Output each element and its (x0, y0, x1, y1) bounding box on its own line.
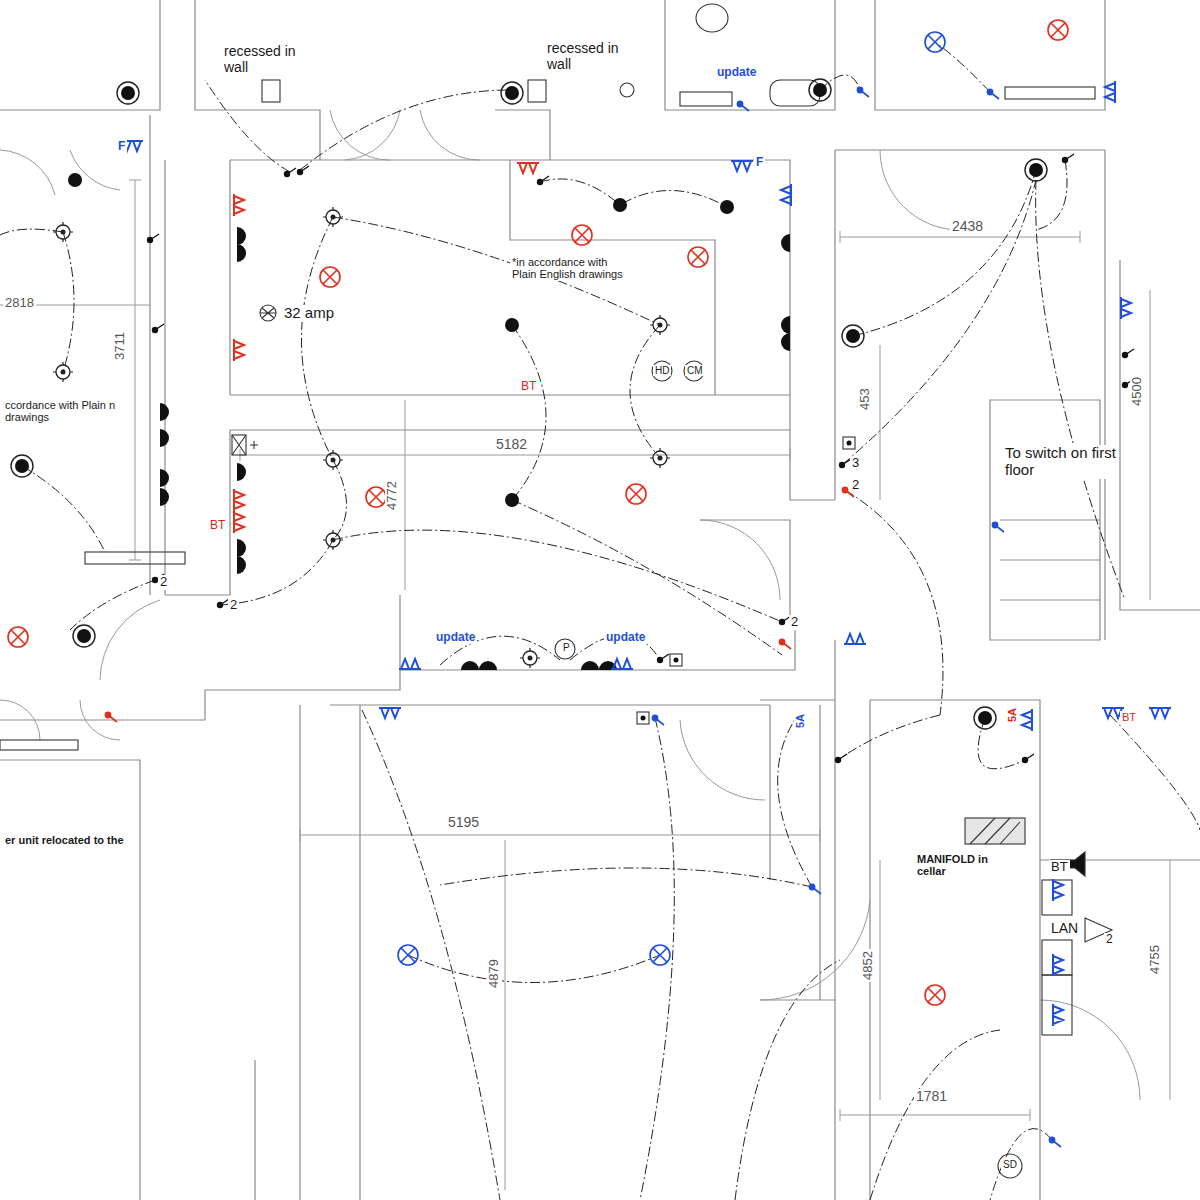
update-tag: update (434, 631, 477, 644)
symbol-code: P (561, 642, 572, 653)
circuit-number: 2 (850, 478, 861, 493)
symbol-code: BT (208, 519, 227, 532)
symbol-code: F (754, 156, 765, 169)
circuit-number: 2 (228, 598, 239, 613)
dimension: 4772 (385, 479, 400, 512)
dimension: 453 (858, 386, 873, 412)
symbol-code: 5A (1006, 706, 1018, 724)
symbol-code: F (116, 140, 127, 153)
symbol-code: SD (1001, 1159, 1019, 1170)
symbol-code: 5A (794, 712, 806, 730)
dimension: 3711 (113, 330, 128, 362)
note: To switch on first floor (1003, 445, 1119, 479)
symbol-code: BT (519, 380, 538, 393)
dimension: 4500 (1130, 375, 1145, 408)
dimension: 5182 (494, 437, 529, 453)
dimension: 4755 (1148, 943, 1163, 976)
note: MANIFOLD in cellar (915, 853, 999, 878)
update-tag: update (715, 66, 758, 79)
symbol-code: CM (685, 365, 705, 376)
dimension: 2438 (950, 219, 985, 235)
dimension: 4879 (487, 957, 502, 990)
dimension: 1781 (914, 1089, 949, 1105)
symbol-code: BT (1049, 860, 1070, 875)
circuit-number: 2 (158, 575, 169, 590)
dimension: 5195 (446, 815, 481, 831)
circuit-number: 3 (850, 456, 861, 471)
note: 32 amp (282, 305, 336, 322)
circuit-number: 2 (1104, 933, 1115, 946)
symbol-code: BT (1120, 711, 1138, 723)
circuit-number: 2 (789, 615, 800, 630)
note: *in accordance with Plain English drawin… (510, 256, 632, 281)
symbol-code: LAN (1049, 921, 1080, 937)
update-tag: update (604, 631, 647, 644)
note: er unit relocated to the (3, 834, 126, 846)
symbol-code: HD (653, 365, 671, 376)
note: recessed in wall (545, 41, 641, 72)
dimension: 2818 (3, 296, 36, 311)
note: ccordance with Plain n drawings (3, 399, 131, 424)
dimension: 4852 (861, 949, 876, 982)
note: recessed in wall (222, 44, 318, 75)
